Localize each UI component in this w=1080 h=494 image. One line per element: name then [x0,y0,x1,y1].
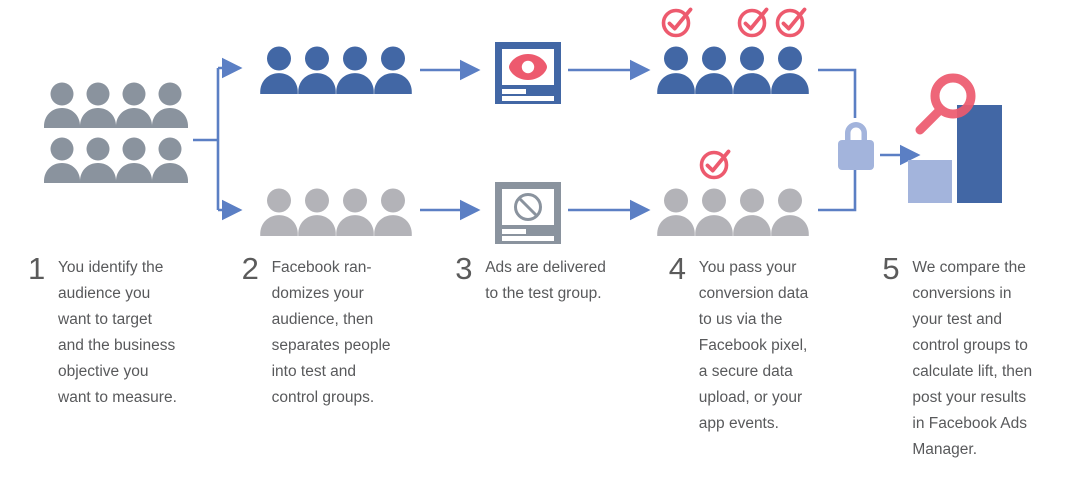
step-4: 4 You pass your conversion data to us vi… [659,252,867,494]
test-bar [957,105,1002,203]
step-3-number: 3 [455,251,473,286]
test-group [260,46,412,94]
step-2-text: Facebook ran- domizes your audience, the… [271,259,391,406]
ad-shown-panel [495,42,561,104]
step-4-text: You pass your conversion data to us via … [698,259,809,432]
split-bracket-connector [193,57,243,221]
step-5-text: We compare the conversions in your test … [912,259,1033,458]
process-diagram-graphic [44,7,1002,244]
step-caption-row: 1 You identify the audience you want to … [0,252,1080,494]
merge-bracket-connector [818,68,857,212]
check-icon [737,7,769,38]
step-1-text: You identify the audience you want to ta… [58,259,177,406]
control-group [260,188,412,236]
check-icon [775,7,807,38]
check-icon [699,149,731,180]
step-4-number: 4 [668,251,687,286]
step-3: 3 Ads are delivered to the test group. [445,252,653,494]
control-conversion-checks [699,149,731,180]
control-bar [908,160,952,203]
step-5: 5 We compare the conversions in your tes… [872,252,1080,494]
no-entry-icon [514,193,542,221]
step-2-number: 2 [241,251,259,286]
step-2: 2 Facebook ran- domizes your audience, t… [232,252,440,494]
check-icon [661,7,693,38]
test-conversion-checks [661,7,807,38]
eye-icon [509,54,547,80]
step-1-number: 1 [28,251,46,286]
step-5-number: 5 [882,251,900,286]
magnifier-icon [915,73,976,135]
step-3-text: Ads are delivered to the test group. [485,259,606,302]
step-1: 1 You identify the audience you want to … [18,252,226,494]
control-group-conversions [657,188,809,236]
results-chart [908,73,1002,203]
test-group-conversions [657,46,809,94]
ad-withheld-panel [495,182,561,244]
lock-icon [838,122,874,170]
total-audience-group [44,82,188,183]
